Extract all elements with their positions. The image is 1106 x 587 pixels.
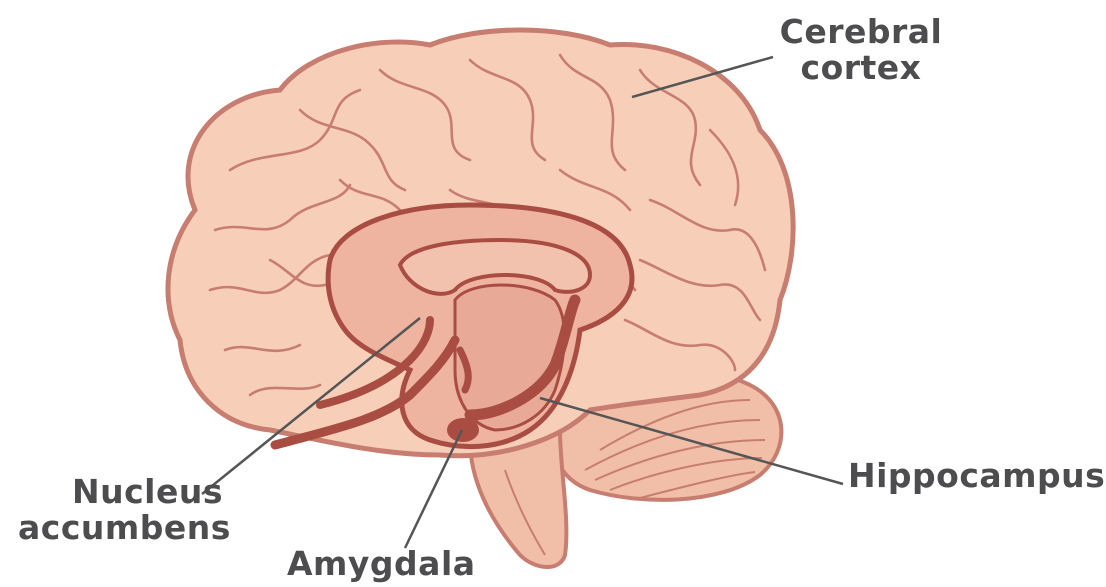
label-nucleus-accumbens-line1: Nucleus — [18, 474, 223, 510]
amygdala-shape — [447, 418, 479, 442]
label-cerebral-cortex-line1: Cerebral — [776, 14, 946, 50]
label-hippocampus: Hippocampus — [848, 458, 1105, 494]
label-amygdala: Amygdala — [287, 546, 476, 582]
label-nucleus-accumbens-line2: accumbens — [18, 510, 223, 546]
label-nucleus-accumbens: Nucleus accumbens — [18, 474, 223, 546]
label-cerebral-cortex-line2: cortex — [776, 50, 946, 86]
label-cerebral-cortex: Cerebral cortex — [776, 14, 946, 86]
